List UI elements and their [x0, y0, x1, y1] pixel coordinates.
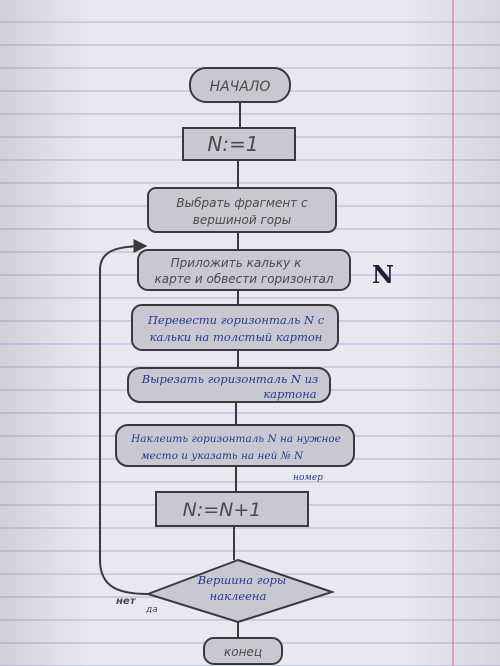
init-label: N:=1 [207, 132, 258, 156]
page-margin-line [452, 0, 454, 666]
end-label: конец [224, 645, 262, 659]
edge-loop-back [99, 239, 149, 595]
step2-n-mark: N [372, 260, 394, 289]
step3-line1: Перевести горизонталь N с [147, 313, 325, 327]
step1-box [147, 187, 337, 233]
step2-line2: карте и обвести горизонтал [154, 272, 333, 286]
end-terminal [203, 637, 283, 665]
step2-box [137, 249, 351, 291]
step1-line2: вершиной горы [193, 213, 291, 227]
step4-line1: Вырезать горизонталь N из [141, 372, 319, 386]
decision-line1: Вершина горы [197, 573, 286, 587]
decision-diamond [144, 558, 336, 624]
step4-line2: картона [263, 387, 316, 401]
step3-box [131, 304, 339, 351]
step5-note: номер [293, 473, 323, 483]
step1-line1: Выбрать фрагмент с [176, 196, 308, 210]
increment-process [155, 491, 309, 527]
decision-line2: наклеена [210, 589, 267, 603]
start-terminal [189, 67, 291, 103]
step5-line1: Наклеить горизонталь N на нужное [130, 433, 341, 445]
step5-line2: место и указать на ней № N [141, 450, 304, 462]
step2-line1: Приложить кальку к [171, 256, 302, 270]
start-label: НАЧАЛО [210, 79, 271, 95]
decision-no-label: нет [116, 596, 137, 607]
step5-box [115, 424, 355, 467]
step3-line2: кальки на толстый картон [150, 330, 323, 344]
init-process [182, 127, 296, 161]
step4-box [127, 367, 331, 403]
decision-yes-label: да [145, 605, 158, 615]
increment-label: N:=N+1 [183, 499, 262, 521]
